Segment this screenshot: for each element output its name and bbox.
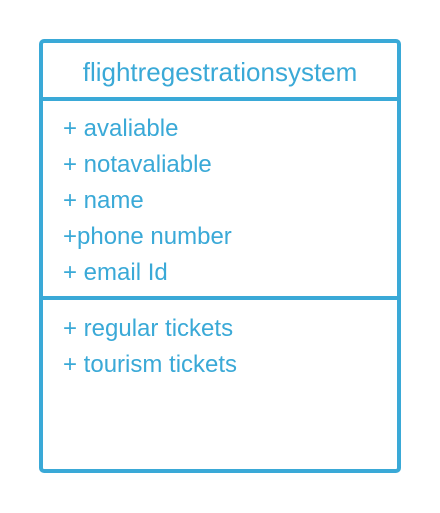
method-list: + regular tickets + tourism tickets — [63, 311, 237, 383]
attribute-list: + avaliable + notavaliable + name +phone… — [63, 111, 232, 291]
uml-class-box: flightregestrationsystem + avaliable + n… — [39, 39, 401, 473]
attribute-item: + email Id — [63, 259, 168, 286]
method-item: + tourism tickets — [63, 351, 238, 378]
class-name: flightregestrationsystem — [82, 56, 358, 87]
method-item: + regular tickets — [63, 315, 234, 342]
name-attributes-divider — [43, 97, 397, 101]
attribute-item: +phone number — [63, 223, 232, 250]
attributes-methods-divider — [43, 296, 397, 300]
attribute-item: + notavaliable — [63, 151, 212, 178]
attribute-item: + name — [63, 187, 144, 214]
attribute-item: + avaliable — [63, 115, 179, 142]
